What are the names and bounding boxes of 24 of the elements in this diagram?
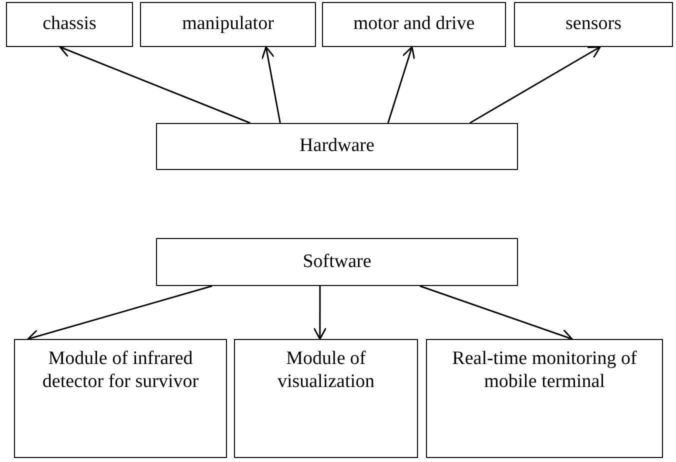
process-box bbox=[6, 2, 133, 47]
process-box bbox=[322, 2, 506, 47]
process-box bbox=[514, 2, 673, 47]
box-label: Module of visualization bbox=[276, 348, 376, 394]
arrow bbox=[59, 44, 250, 124]
box-label: sensors bbox=[566, 13, 622, 36]
process-box bbox=[140, 2, 316, 47]
arrow bbox=[469, 46, 601, 124]
arrow bbox=[420, 285, 573, 342]
process-box bbox=[14, 339, 227, 458]
box-label: chassis bbox=[42, 13, 96, 36]
process-box bbox=[156, 238, 518, 286]
arrow bbox=[313, 286, 327, 340]
arrow bbox=[261, 46, 281, 124]
arrow bbox=[387, 46, 416, 124]
box-label: Real-time monitoring of mobile terminal bbox=[451, 348, 638, 394]
box-label: motor and drive bbox=[353, 13, 475, 36]
box-label: Module of infrared detector for survivor bbox=[41, 348, 200, 394]
process-box bbox=[234, 339, 418, 458]
box-label: Software bbox=[302, 250, 372, 274]
process-box bbox=[426, 339, 663, 458]
process-box bbox=[156, 123, 518, 170]
box-label: manipulator bbox=[182, 13, 274, 36]
box-label: Hardware bbox=[300, 135, 374, 158]
